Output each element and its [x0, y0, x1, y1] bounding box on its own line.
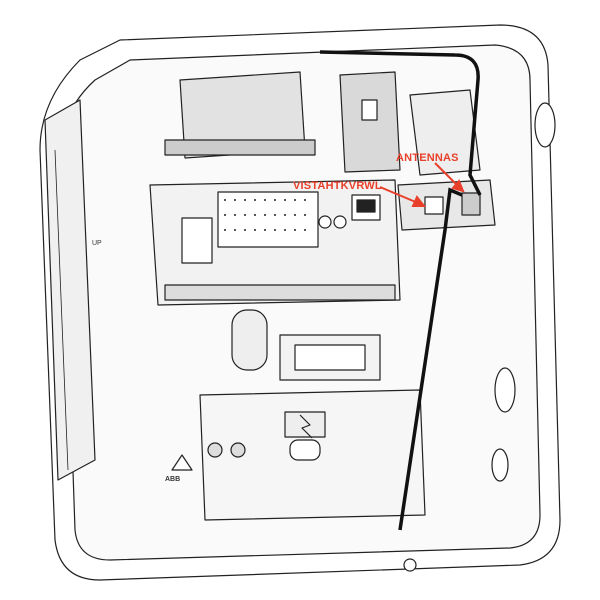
left-hinge [44, 99, 96, 481]
brand-marking: ABB [165, 476, 181, 483]
antenna-connector [461, 192, 481, 216]
battery-label [284, 411, 326, 438]
grille-holes [224, 199, 306, 231]
up-marking: UP [92, 240, 102, 247]
speaker-grille [217, 191, 319, 248]
antennas-callout-label: ANTENNAS [396, 152, 459, 164]
terminal-block [164, 284, 396, 301]
module-callout-label: VISTAHTKVRWL [293, 180, 382, 192]
antenna-wire [319, 50, 482, 196]
callout-arrows [379, 162, 465, 207]
antenna-wire-2 [398, 187, 463, 531]
communicator-module [339, 71, 401, 173]
